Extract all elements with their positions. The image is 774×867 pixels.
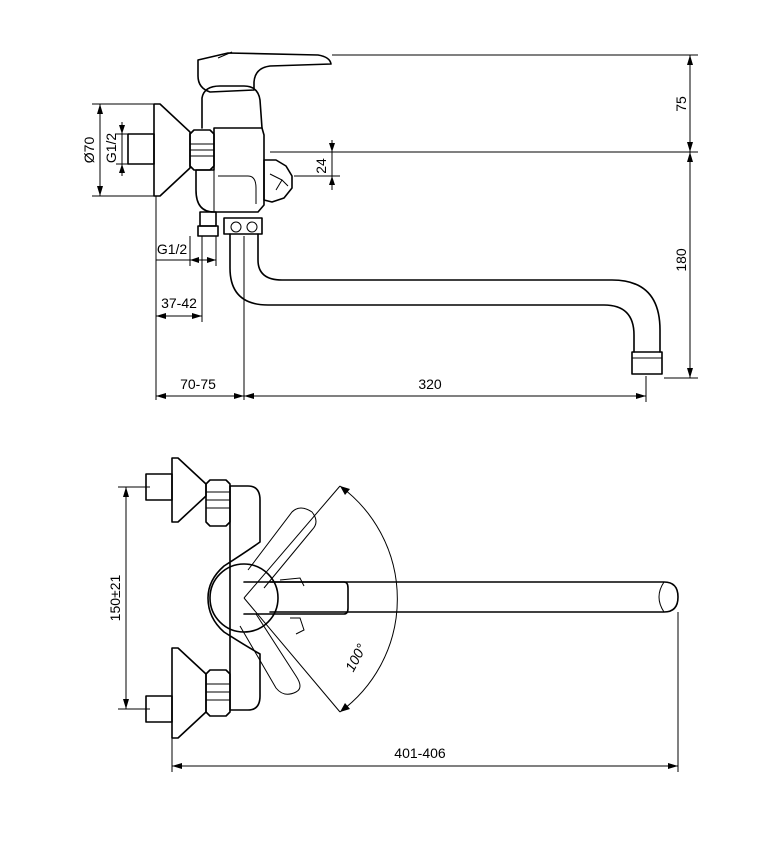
bottom-outlet-cap	[197, 225, 219, 237]
spout-top	[269, 581, 679, 613]
side-dimensions: 75 180 24 Ø70 G1/2 G1/2	[81, 54, 698, 402]
mixer-body-side	[195, 127, 265, 213]
top-view: 100° 150±21 401-406	[107, 457, 679, 772]
arrow	[234, 393, 244, 399]
diverter-mark	[269, 173, 289, 191]
lever-handle-side	[197, 52, 332, 93]
arrow	[687, 55, 693, 65]
arrow	[156, 313, 166, 319]
dimension-75-label: 75	[673, 96, 689, 112]
dimension-320-label: 320	[418, 376, 442, 392]
bottom-outlet-nut	[199, 211, 217, 227]
arrow	[340, 486, 350, 495]
lever-rotated-up	[247, 507, 317, 589]
upper-wall-flange	[171, 457, 207, 523]
dimension-angle-label: 100°	[342, 641, 370, 674]
arrow	[329, 176, 335, 185]
cartridge-cover	[201, 85, 263, 129]
diverter-knob	[263, 159, 293, 203]
nut-bolt	[230, 221, 242, 233]
upper-eccentric-nut	[205, 479, 231, 527]
aerator	[631, 351, 663, 375]
arrow	[123, 699, 129, 709]
body-contour	[218, 175, 257, 204]
spout-end-detail	[658, 581, 665, 613]
dimension-24-label: 24	[313, 158, 329, 174]
spout-nut	[223, 217, 263, 235]
side-view	[127, 51, 663, 400]
rotation-arc	[339, 485, 398, 713]
arrow	[123, 487, 129, 497]
arrow	[340, 703, 350, 712]
dimension-g12-bottom-label: G1/2	[157, 241, 188, 257]
arrow	[687, 152, 693, 162]
angle-leg	[243, 485, 341, 599]
arrow	[668, 763, 678, 769]
nut-bolt	[246, 221, 258, 233]
spout-pipe	[229, 233, 635, 353]
arrow	[687, 368, 693, 378]
inlet-stub-side	[127, 133, 155, 165]
arrow	[97, 104, 103, 114]
dimension-180-label: 180	[673, 248, 689, 272]
wall-flange-side	[153, 103, 191, 197]
diverter-top	[279, 577, 305, 635]
arrow	[119, 125, 125, 134]
dimension-d70-label: Ø70	[81, 137, 97, 164]
arrow	[329, 143, 335, 152]
arrow	[207, 257, 216, 263]
dimension-37-42-label: 37-42	[161, 295, 197, 311]
arrow	[97, 186, 103, 196]
lever-detail	[217, 51, 233, 59]
dimension-150-label: 150±21	[107, 574, 123, 621]
arrow	[687, 142, 693, 152]
arrow	[119, 164, 125, 173]
dimension-401-406-label: 401-406	[394, 745, 446, 761]
lever-top	[243, 581, 349, 615]
dimension-70-75-label: 70-75	[180, 376, 216, 392]
lower-eccentric-nut	[205, 669, 231, 717]
mixer-body-top	[207, 485, 261, 711]
spout-pipe-inner	[257, 233, 661, 353]
arrow	[192, 313, 202, 319]
arrow	[190, 257, 199, 263]
lever-rotated-down	[239, 613, 301, 695]
angle-leg	[243, 597, 341, 713]
arrow	[636, 393, 646, 399]
dimension-g12-inlet-label: G1/2	[103, 133, 119, 164]
arrow	[244, 393, 254, 399]
arrow	[172, 763, 182, 769]
lower-wall-flange	[171, 647, 207, 739]
cartridge-top	[209, 563, 279, 633]
arrow	[156, 393, 166, 399]
